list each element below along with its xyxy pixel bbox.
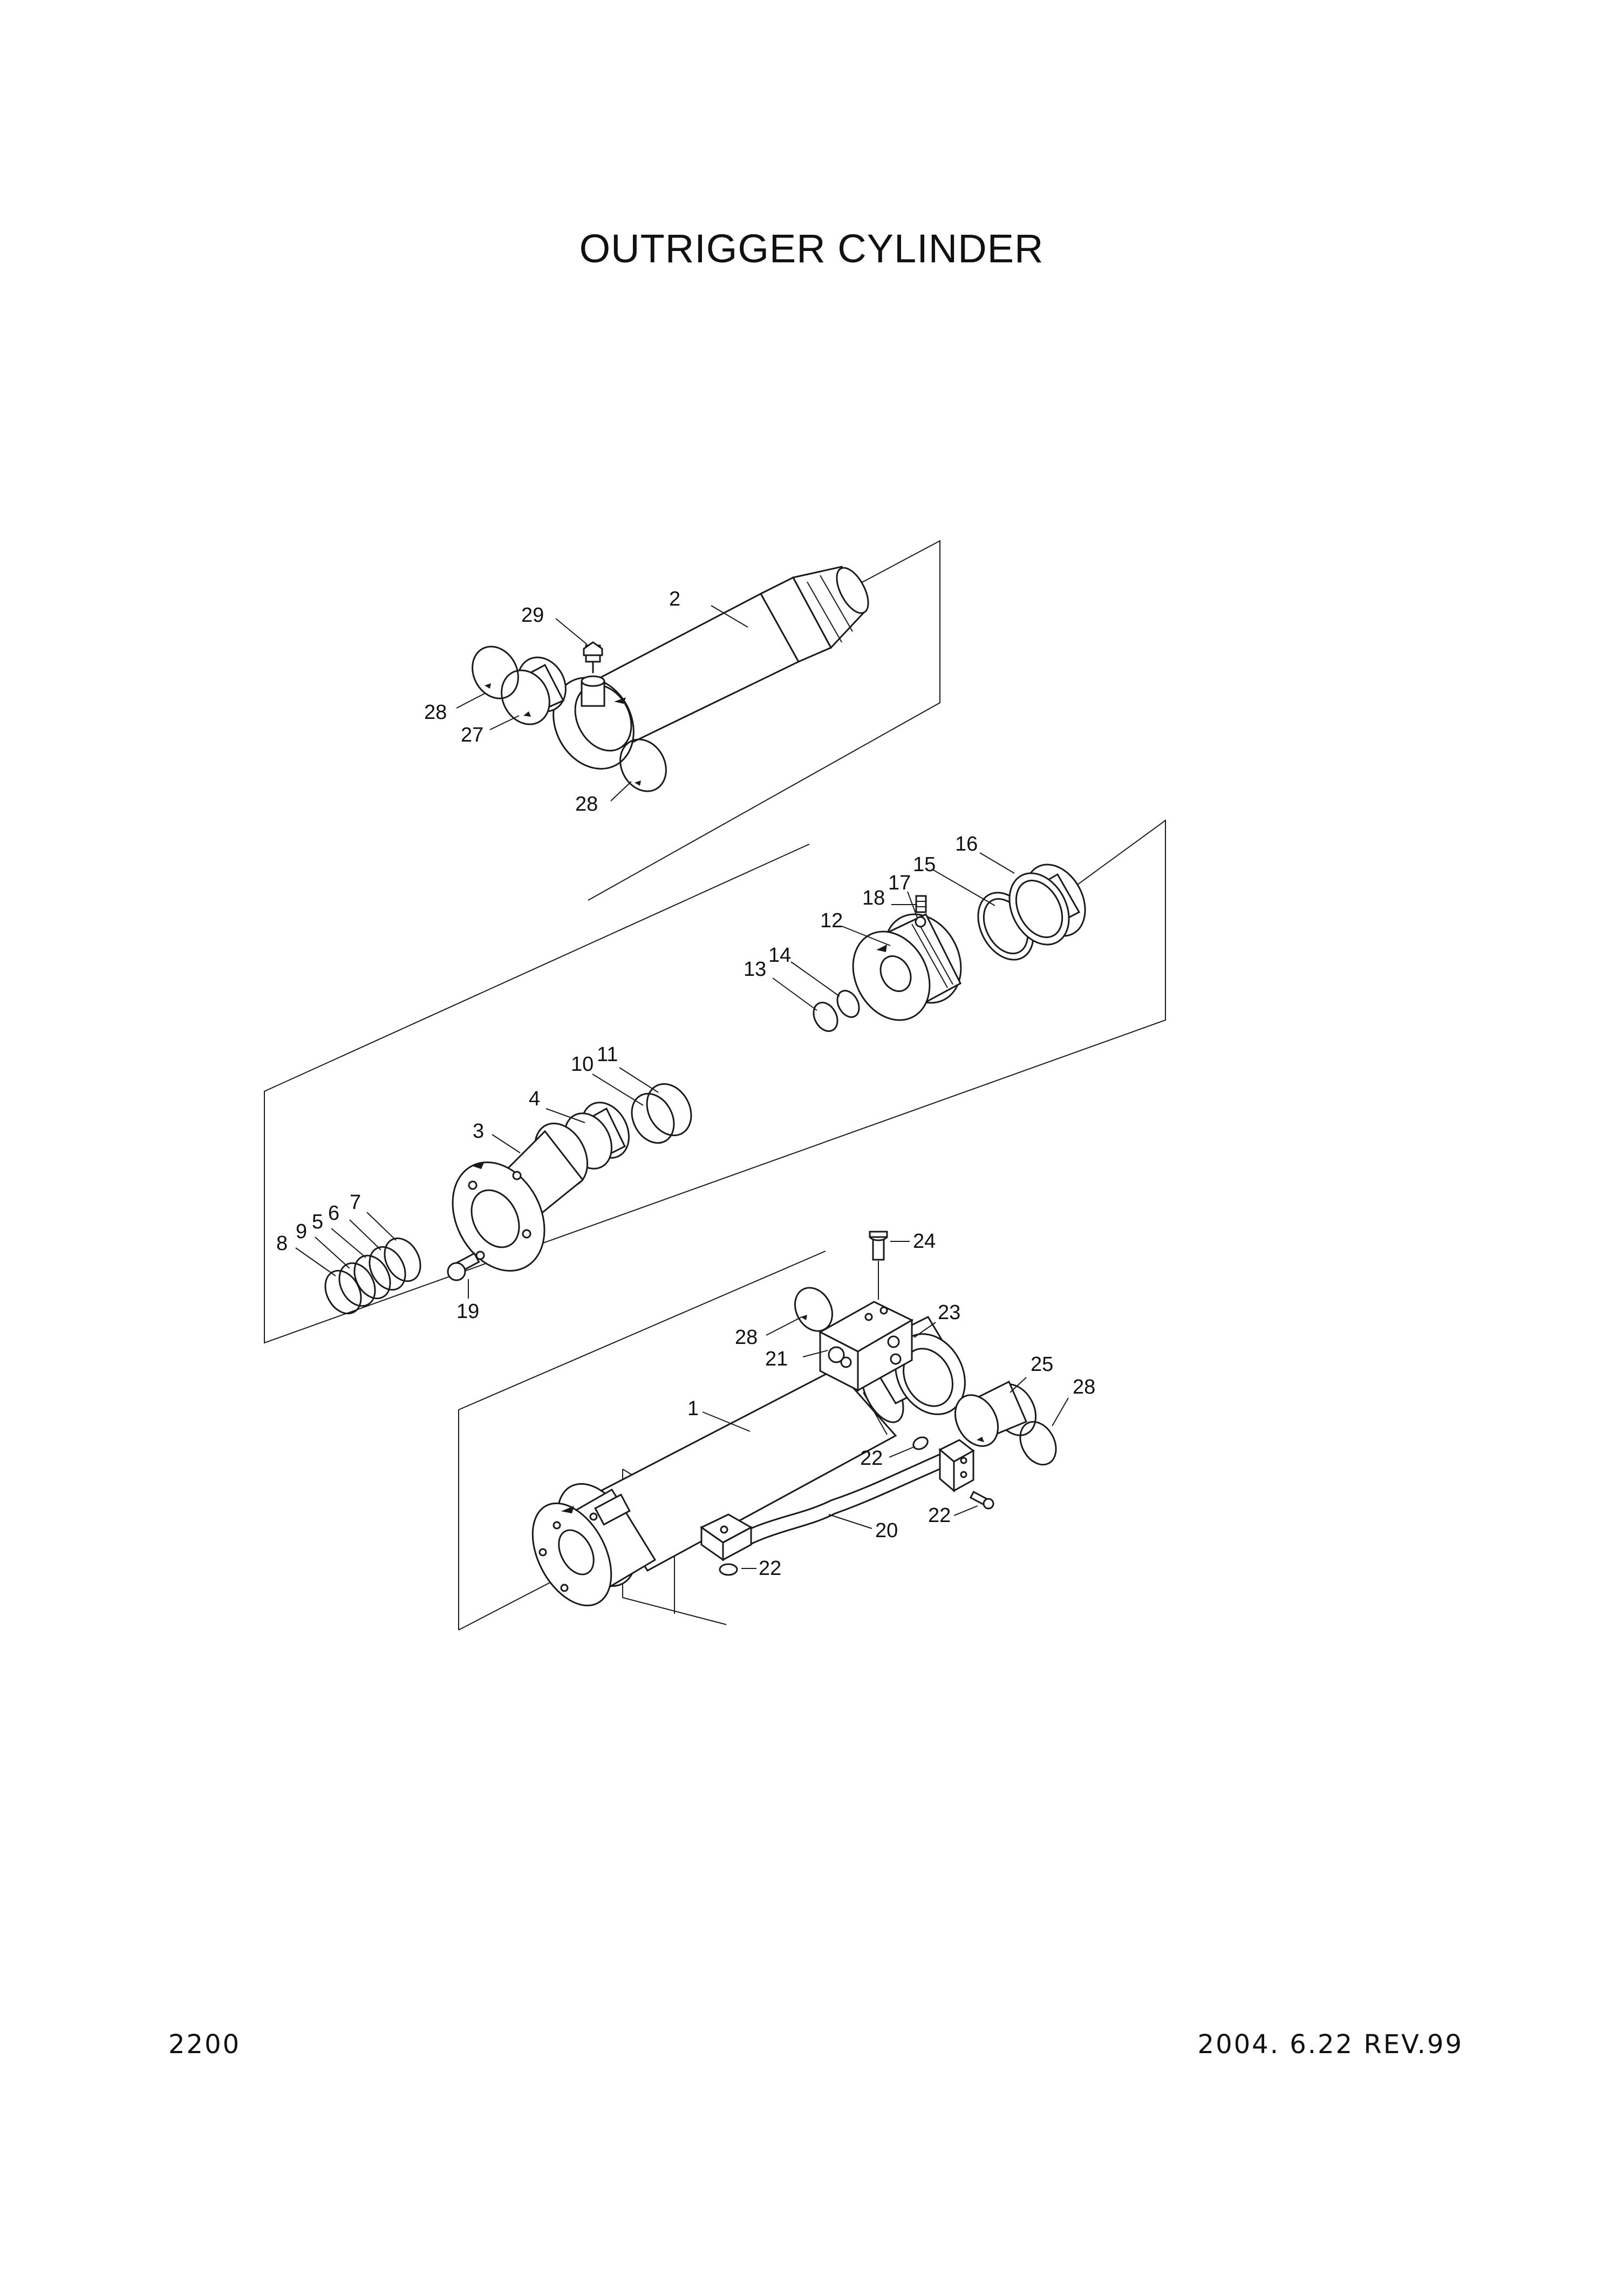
callout-19: 19	[456, 1300, 479, 1323]
callout-22-upper: 22	[860, 1447, 883, 1470]
hex-bolt-19	[447, 1252, 480, 1281]
rod-dust-ring-left	[472, 646, 519, 699]
callout-16: 16	[955, 833, 978, 855]
callout-15: 15	[913, 853, 936, 876]
clevis-bushing-26	[954, 1380, 1037, 1447]
rod-seal-6	[369, 1246, 406, 1291]
grease-nipple	[583, 641, 603, 674]
page-title: OUTRIGGER CYLINDER	[579, 226, 1044, 271]
callout-5: 5	[312, 1211, 323, 1233]
callout-25: 24	[913, 1230, 936, 1253]
callout-10: 10	[571, 1053, 594, 1076]
socket-bolt-25	[869, 1231, 888, 1261]
callout-29: 29	[521, 604, 544, 627]
callout-23: 23	[938, 1301, 960, 1324]
callout-28-rod-right: 28	[575, 793, 598, 816]
pipe-20	[700, 1439, 975, 1561]
callout-8: 8	[276, 1232, 288, 1255]
gland-o-ring-11	[646, 1083, 692, 1137]
set-screw	[915, 895, 927, 913]
rod-assembly-frame	[588, 540, 940, 901]
callout-21: 21	[765, 1348, 788, 1370]
port-block-21	[818, 1301, 914, 1392]
rod-bushing	[501, 656, 567, 725]
revision-date: 2004. 6.22 REV.99	[1197, 2029, 1463, 2060]
o-ring-22-lower	[719, 1563, 738, 1576]
gland-backup-ring-10	[631, 1092, 675, 1144]
rod-seal-9	[338, 1262, 376, 1307]
rod-dust-ring-right	[619, 738, 667, 792]
callout-28-clevis-left: 28	[735, 1326, 758, 1349]
rod-seal-7	[384, 1237, 421, 1282]
piston-backup-ring-14	[836, 990, 860, 1018]
leader-lines	[295, 605, 1069, 1569]
callout-22-lower: 22	[759, 1557, 781, 1580]
callout-12: 12	[820, 909, 843, 932]
callout-3: 3	[473, 1120, 484, 1143]
callout-4: 4	[529, 1088, 540, 1110]
callout-2: 2	[669, 588, 680, 610]
callout-28-clevis-right: 28	[1073, 1376, 1095, 1398]
piston-rod	[553, 566, 869, 770]
callout-9: 9	[296, 1220, 307, 1243]
clevis-dust-ring-left	[794, 1287, 833, 1332]
callout-28-rod-left: 28	[424, 701, 447, 724]
piston-seal	[1008, 864, 1086, 946]
callout-18: 18	[862, 887, 885, 909]
callout-24: 22	[928, 1504, 951, 1527]
piston	[852, 913, 962, 1021]
callout-1: 1	[687, 1397, 699, 1420]
callout-14: 14	[768, 944, 791, 967]
o-ring-22-upper	[912, 1436, 929, 1450]
callout-11: 11	[597, 1043, 618, 1066]
tube-cylinder	[531, 1364, 904, 1607]
callout-17: 17	[888, 872, 911, 894]
socket-bolt-24	[969, 1491, 994, 1510]
callout-7: 7	[350, 1191, 361, 1214]
seal-kit-frame	[264, 819, 1166, 1344]
callout-6: 6	[328, 1202, 339, 1225]
callout-20: 20	[875, 1519, 898, 1542]
rod-cover-gland	[452, 1122, 589, 1272]
callout-13: 13	[744, 958, 766, 981]
callout-27: 27	[461, 724, 483, 746]
steel-ball	[915, 916, 926, 928]
callout-26: 25	[1031, 1353, 1053, 1376]
clevis-dust-ring-right	[1019, 1421, 1057, 1466]
piston-o-ring-13	[813, 1002, 838, 1032]
page-number: 2200	[168, 2029, 241, 2060]
rod-seal-8	[324, 1269, 362, 1315]
callout-labels: 2 29 28 27 28 16 15 17 18 12 14 13 11 10…	[276, 588, 1095, 1580]
